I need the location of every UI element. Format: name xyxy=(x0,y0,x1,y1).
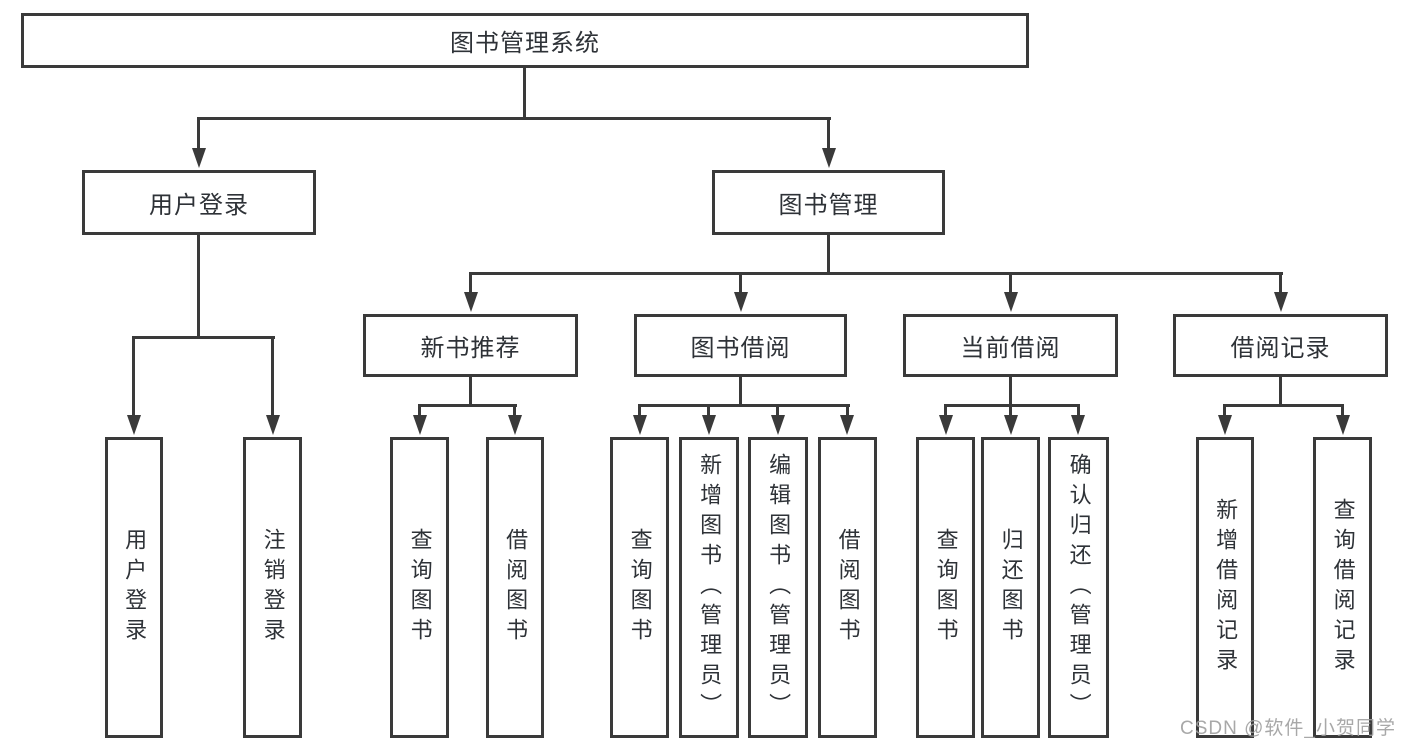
connector-line xyxy=(1341,404,1344,417)
connector-line xyxy=(1223,404,1226,417)
arrowhead-down-icon xyxy=(1336,415,1350,435)
connector-line xyxy=(638,404,850,407)
arrowhead-down-icon xyxy=(1004,415,1018,435)
connector-line xyxy=(469,377,472,407)
connector-line xyxy=(638,404,641,417)
arrowhead-down-icon xyxy=(508,415,522,435)
node-leaf-bb-borrow-books: 借阅图书 xyxy=(818,437,877,738)
node-leaf-br-add-record: 新增借阅记录 xyxy=(1196,437,1254,738)
node-leaf-logout-label: 注销登录 xyxy=(260,527,286,648)
node-leaf-user-login-label: 用户登录 xyxy=(122,527,148,648)
connector-line xyxy=(1077,404,1080,417)
connector-line xyxy=(1009,377,1012,407)
connector-line xyxy=(846,404,849,417)
connector-line xyxy=(776,404,779,417)
connector-line xyxy=(271,336,274,417)
csdn-watermark: CSDN @软件_小贺同学 xyxy=(1180,718,1396,739)
node-user-login-label: 用户登录 xyxy=(149,192,249,219)
node-borrow-records: 借阅记录 xyxy=(1173,314,1388,377)
connector-line xyxy=(469,272,472,294)
connector-line xyxy=(827,117,830,149)
connector-line xyxy=(197,117,831,120)
arrowhead-down-icon xyxy=(1071,415,1085,435)
arrowhead-down-icon xyxy=(939,415,953,435)
arrowhead-down-icon xyxy=(127,415,141,435)
connector-line xyxy=(707,404,710,417)
node-leaf-cb-query-books: 查询图书 xyxy=(916,437,975,738)
node-leaf-rec-query-books-label: 查询图书 xyxy=(407,527,433,648)
node-new-book-rec: 新书推荐 xyxy=(363,314,578,377)
arrowhead-down-icon xyxy=(413,415,427,435)
node-user-login: 用户登录 xyxy=(82,170,316,235)
node-leaf-rec-borrow-books: 借阅图书 xyxy=(486,437,544,738)
connector-line xyxy=(469,272,1283,275)
node-leaf-cb-confirm-return-label: 确认归还（管理员） xyxy=(1066,452,1092,723)
node-leaf-br-query-record: 查询借阅记录 xyxy=(1313,437,1372,738)
node-new-book-rec-label: 新书推荐 xyxy=(420,335,521,362)
connector-line xyxy=(523,68,526,120)
node-book-mgmt-label: 图书管理 xyxy=(778,192,879,219)
connector-line xyxy=(944,404,947,417)
arrowhead-down-icon xyxy=(734,292,748,312)
node-current-borrow: 当前借阅 xyxy=(903,314,1118,377)
node-current-borrow-label: 当前借阅 xyxy=(960,335,1061,362)
connector-line xyxy=(827,235,830,275)
arrowhead-down-icon xyxy=(1274,292,1288,312)
node-leaf-bb-edit-books: 编辑图书（管理员） xyxy=(748,437,808,738)
arrowhead-down-icon xyxy=(266,415,280,435)
node-leaf-user-login: 用户登录 xyxy=(105,437,163,738)
connector-line xyxy=(739,272,742,294)
node-leaf-bb-query-books: 查询图书 xyxy=(610,437,669,738)
node-root-label: 图书管理系统 xyxy=(450,30,600,57)
node-leaf-br-query-record-label: 查询借阅记录 xyxy=(1330,497,1356,678)
arrowhead-down-icon xyxy=(1004,292,1018,312)
connector-line xyxy=(944,404,1080,407)
node-leaf-cb-return-books: 归还图书 xyxy=(981,437,1040,738)
node-leaf-rec-query-books: 查询图书 xyxy=(390,437,449,738)
connector-line xyxy=(739,377,742,407)
node-leaf-bb-borrow-books-label: 借阅图书 xyxy=(835,527,861,648)
arrowhead-down-icon xyxy=(840,415,854,435)
node-book-borrow: 图书借阅 xyxy=(634,314,847,377)
node-leaf-logout: 注销登录 xyxy=(243,437,302,738)
connector-line xyxy=(197,117,200,149)
connector-line xyxy=(418,404,421,417)
arrowhead-down-icon xyxy=(1218,415,1232,435)
arrowhead-down-icon xyxy=(464,292,478,312)
node-leaf-bb-add-books: 新增图书（管理员） xyxy=(679,437,739,738)
node-leaf-bb-query-books-label: 查询图书 xyxy=(627,527,653,648)
node-book-mgmt: 图书管理 xyxy=(712,170,945,235)
node-leaf-cb-return-books-label: 归还图书 xyxy=(998,527,1024,648)
connector-line xyxy=(1279,377,1282,407)
node-book-borrow-label: 图书借阅 xyxy=(690,335,791,362)
connector-line xyxy=(418,404,517,407)
arrowhead-down-icon xyxy=(702,415,716,435)
connector-line xyxy=(197,235,200,339)
node-root: 图书管理系统 xyxy=(21,13,1029,68)
connector-line xyxy=(1279,272,1282,294)
arrowhead-down-icon xyxy=(192,148,206,168)
node-leaf-bb-edit-books-label: 编辑图书（管理员） xyxy=(766,452,792,723)
node-leaf-br-add-record-label: 新增借阅记录 xyxy=(1213,497,1239,678)
arrowhead-down-icon xyxy=(771,415,785,435)
connector-line xyxy=(132,336,135,417)
arrowhead-down-icon xyxy=(633,415,647,435)
connector-line xyxy=(1009,272,1012,294)
node-borrow-records-label: 借阅记录 xyxy=(1230,335,1331,362)
arrowhead-down-icon xyxy=(822,148,836,168)
node-leaf-cb-query-books-label: 查询图书 xyxy=(933,527,959,648)
node-leaf-bb-add-books-label: 新增图书（管理员） xyxy=(697,452,723,723)
connector-line xyxy=(513,404,516,417)
connector-line xyxy=(1009,404,1012,417)
connector-line xyxy=(1223,404,1344,407)
node-leaf-rec-borrow-books-label: 借阅图书 xyxy=(503,527,529,648)
node-leaf-cb-confirm-return: 确认归还（管理员） xyxy=(1048,437,1109,738)
connector-line xyxy=(132,336,275,339)
